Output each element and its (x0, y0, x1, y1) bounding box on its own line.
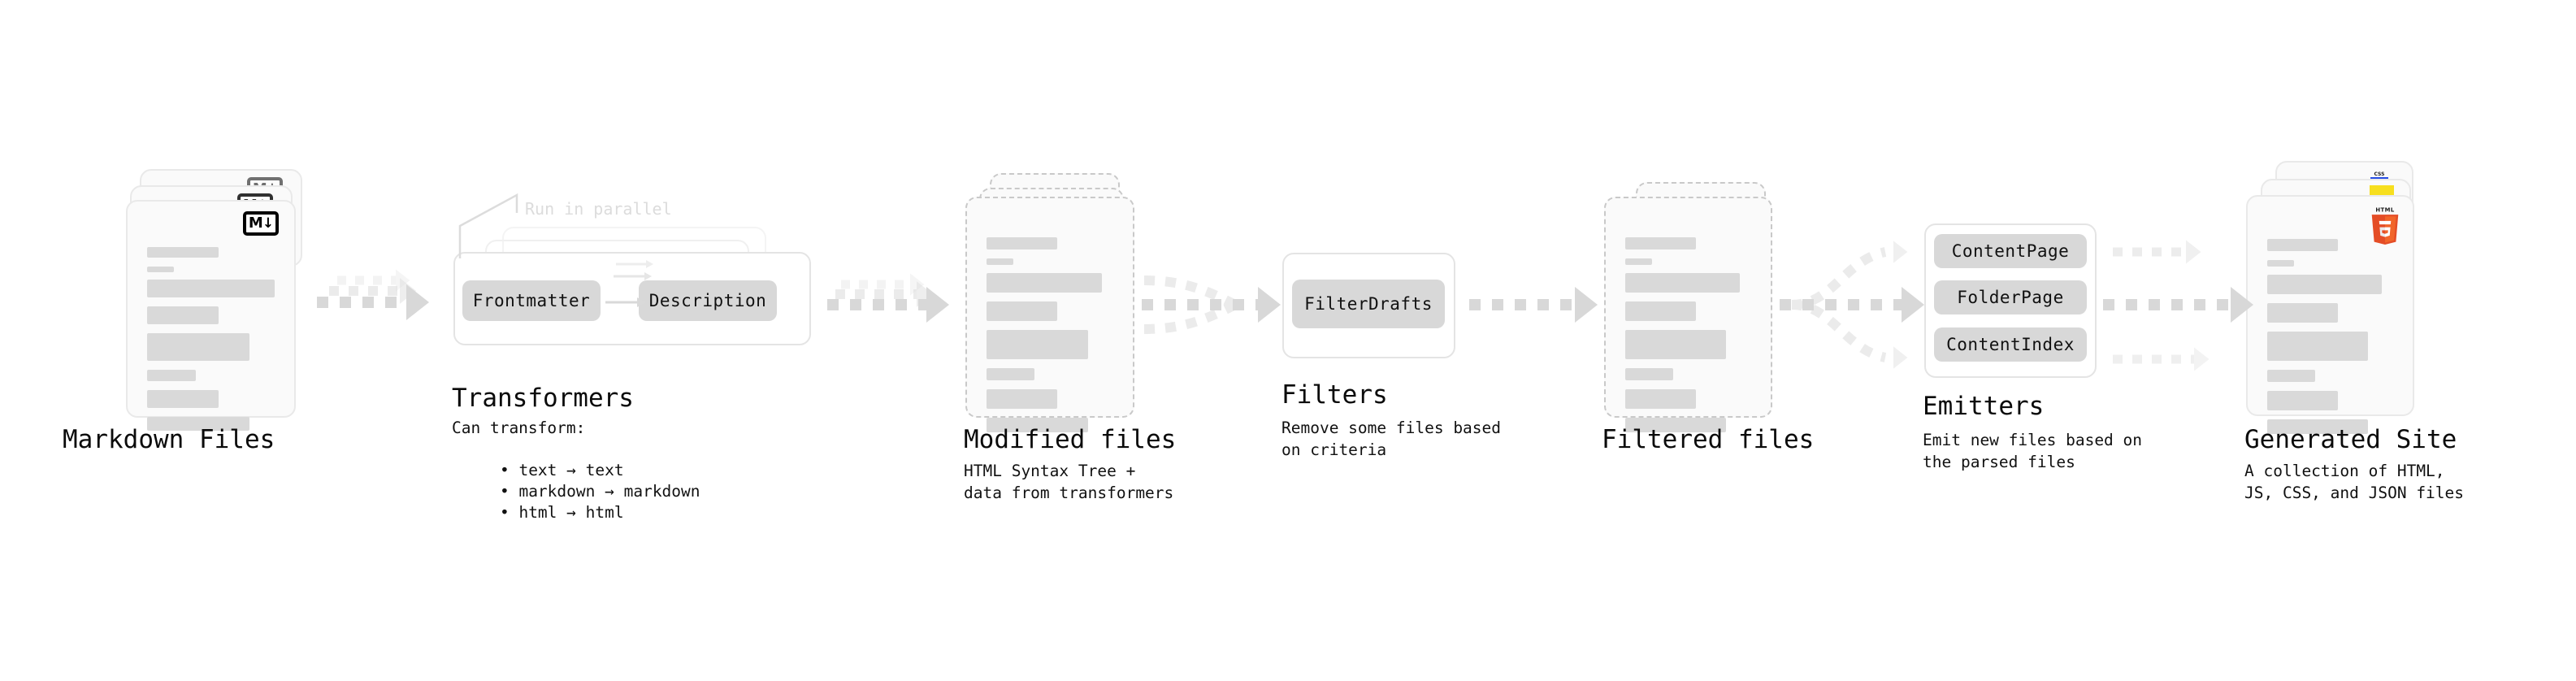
arrow-markdown-to-transformers (317, 269, 429, 320)
emitter-chip-contentpage[interactable]: ContentPage (1934, 234, 2087, 268)
emitters-subtitle: Emit new files based on the parsed files (1923, 431, 2143, 471)
stage-title-emitters: Emitters (1923, 392, 2045, 421)
markdown-badge-arrow-3: ↓ (262, 215, 274, 232)
transformer-chip-frontmatter[interactable]: Frontmatter (462, 280, 601, 321)
stage-title-filters: Filters (1281, 380, 1388, 410)
arrow-filters-to-filtered (1469, 287, 1598, 323)
emitter-chip-contentindex[interactable]: ContentIndex (1934, 327, 2087, 362)
stage-title-generated-site: Generated Site (2244, 425, 2457, 454)
markdown-badge-letter-3: M (248, 215, 263, 232)
emitter-chip-folderpage-label: FolderPage (1957, 288, 2064, 307)
transformers-subtitle: Can transform: (452, 419, 586, 437)
transformers-bullet-2: • markdown → markdown (462, 458, 700, 524)
html5-icon: HTML (2371, 207, 2399, 245)
transformers-bullet-2-label: markdown → markdown (518, 482, 700, 501)
generated-site-subtitle: A collection of HTML, JS, CSS, and JSON … (2244, 462, 2465, 502)
run-in-parallel-note: Run in parallel (525, 199, 672, 219)
css3-icon: CSS (2370, 171, 2388, 180)
markdown-file-content (147, 247, 275, 440)
filters-subtitle: Remove some files based on criteria (1281, 419, 1502, 459)
modified-files-subtitle: HTML Syntax Tree + data from transformer… (964, 462, 1174, 502)
arrow-transformers-to-modified (827, 273, 949, 323)
filter-chip-filterdrafts[interactable]: FilterDrafts (1292, 280, 1445, 328)
stage-title-filtered-files: Filtered files (1602, 425, 1815, 454)
transformer-chip-frontmatter-label: Frontmatter (472, 291, 591, 310)
transformer-chip-description-label: Description (648, 291, 767, 310)
emitter-chip-contentindex-label: ContentIndex (1946, 335, 2075, 354)
svg-text:HTML: HTML (2375, 207, 2394, 214)
svg-text:CSS: CSS (2374, 171, 2385, 177)
bullet-dot-3: • (499, 503, 519, 522)
markdown-file-front: M↓ (126, 200, 296, 431)
arrow-emitters-to-generated (2103, 240, 2253, 371)
transformers-bullet-3-label: html → html (518, 503, 624, 522)
transformers-bullet-1-label: text → text (518, 461, 624, 479)
filtered-file-front (1604, 197, 1772, 432)
generated-file-content (2267, 239, 2393, 443)
stage-title-markdown-files: Markdown Files (63, 425, 275, 454)
arrow-modified-to-filters (1142, 275, 1281, 334)
filtered-file-content (1625, 237, 1751, 441)
markdown-icon-front: M↓ (243, 211, 279, 236)
emitter-chip-folderpage[interactable]: FolderPage (1934, 280, 2087, 314)
transformer-chip-description[interactable]: Description (639, 280, 777, 321)
bullet-dot-1: • (499, 461, 519, 479)
modified-file-front (965, 197, 1134, 432)
filter-chip-filterdrafts-label: FilterDrafts (1304, 294, 1433, 314)
stage-title-transformers: Transformers (452, 384, 634, 413)
bullet-dot-2: • (499, 482, 519, 501)
transformers-bullet-1: • text → text (462, 437, 624, 503)
stage-title-modified-files: Modified files (964, 425, 1177, 454)
arrow-filtered-to-emitters (1780, 241, 1924, 369)
transformers-bullet-3: • html → html (462, 479, 624, 545)
emitter-chip-contentpage-label: ContentPage (1951, 241, 2070, 261)
generated-file-html: HTML (2246, 195, 2414, 434)
modified-file-content (987, 237, 1113, 441)
